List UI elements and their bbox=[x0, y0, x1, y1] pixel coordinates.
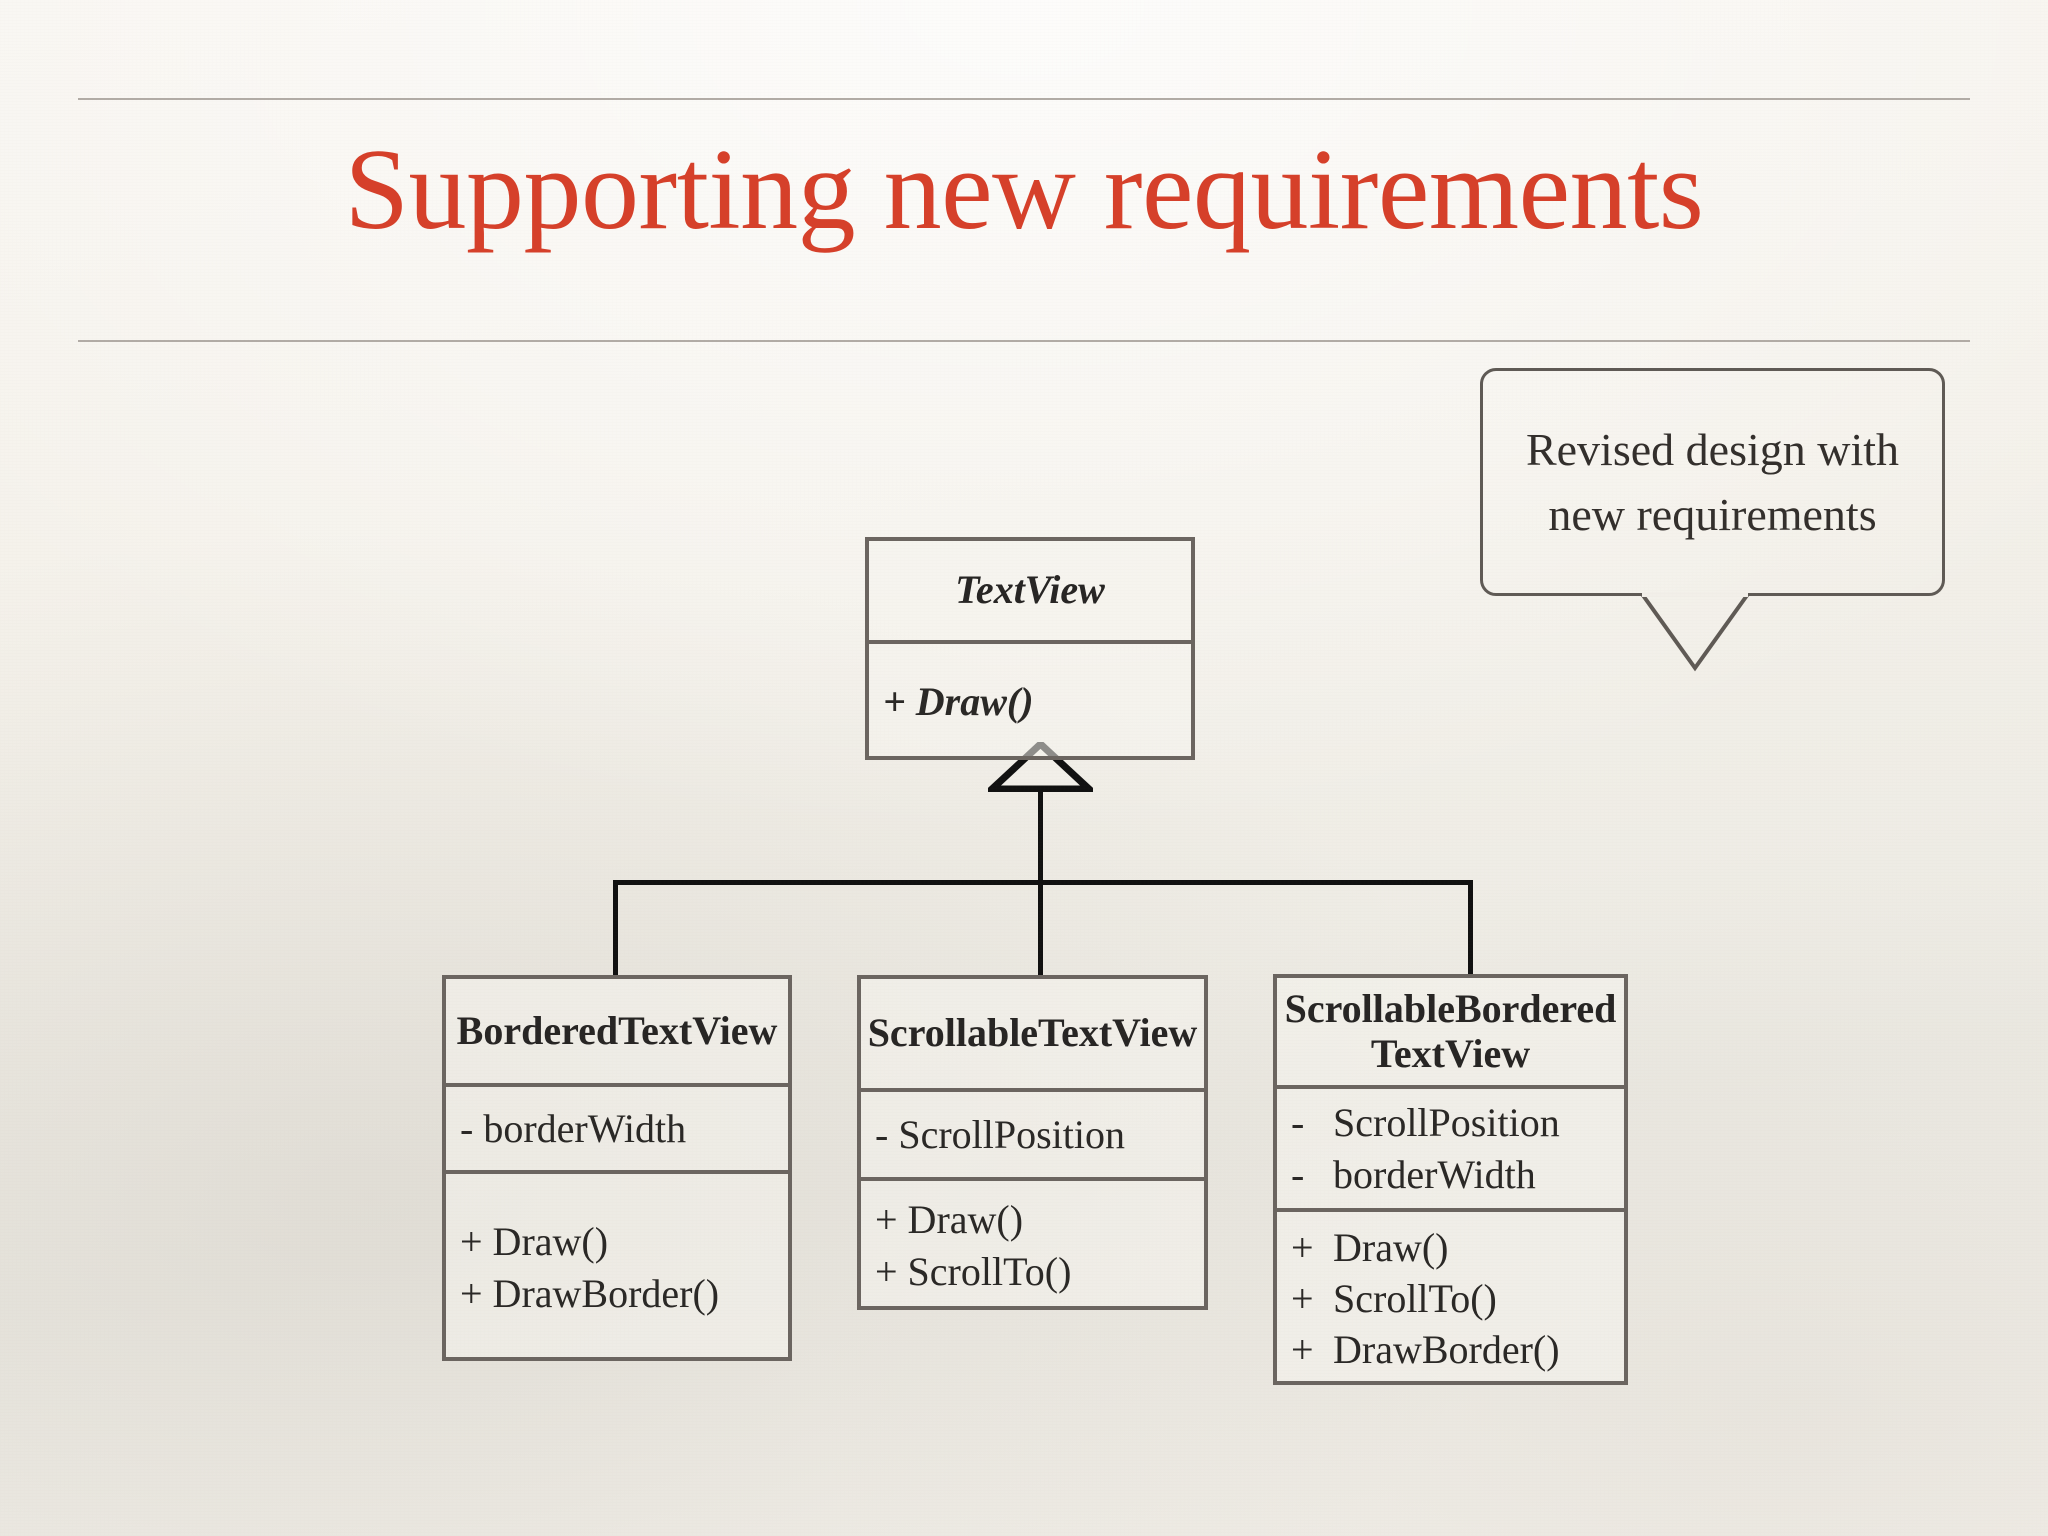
class-operations-compartment: + Draw() + DrawBorder() bbox=[446, 1174, 788, 1361]
operation-label: + Draw() bbox=[875, 1197, 1024, 1243]
operation-label: + Draw() bbox=[460, 1219, 609, 1265]
class-attributes-compartment: - borderWidth bbox=[446, 1087, 788, 1174]
operation-label: DrawBorder() bbox=[1333, 1327, 1560, 1373]
attribute-label: - ScrollPosition bbox=[875, 1111, 1126, 1157]
class-box-scrollabletextview[interactable]: ScrollableTextView - ScrollPosition + Dr… bbox=[857, 975, 1208, 1310]
attribute-visibility: - bbox=[1291, 1100, 1305, 1146]
class-name-line-1: ScrollableBordered bbox=[1284, 985, 1617, 1031]
attribute-visibility: - bbox=[1291, 1151, 1305, 1197]
operation-row: + DrawBorder() bbox=[460, 1268, 788, 1319]
class-attributes-compartment: - ScrollPosition bbox=[861, 1092, 1204, 1181]
class-name-compartment: ScrollableBordered TextView bbox=[1277, 978, 1624, 1089]
class-operations-list: + Draw() bbox=[869, 676, 1034, 727]
page-title: Supporting new requirements bbox=[344, 126, 1704, 254]
class-attributes-list: - ScrollPosition - borderWidth bbox=[1277, 1097, 1624, 1199]
generalization-drop-scrollable-bordered bbox=[1468, 880, 1473, 975]
class-operations-compartment: + Draw() bbox=[869, 644, 1191, 760]
operation-label: + DrawBorder() bbox=[460, 1270, 720, 1316]
class-name-scrollabletextview: ScrollableTextView bbox=[867, 1010, 1198, 1056]
operation-row: + Draw() bbox=[460, 1216, 788, 1267]
class-name-compartment: ScrollableTextView bbox=[861, 979, 1204, 1092]
inheritance-triangle-icon bbox=[988, 742, 1093, 792]
class-attributes-list: - borderWidth bbox=[446, 1103, 686, 1154]
operation-row: + ScrollTo() bbox=[875, 1246, 1204, 1297]
operation-row: + ScrollTo() bbox=[1291, 1273, 1624, 1324]
attribute-label: ScrollPosition bbox=[1333, 1100, 1560, 1146]
operation-label: + ScrollTo() bbox=[875, 1248, 1072, 1294]
class-name-borderedtextview: BorderedTextView bbox=[456, 1007, 778, 1053]
generalization-drop-bordered bbox=[613, 880, 618, 976]
generalization-stem bbox=[1038, 790, 1043, 884]
class-operations-list: + Draw() + ScrollTo() + DrawBorder() bbox=[1277, 1222, 1624, 1376]
class-name-textview: TextView bbox=[955, 567, 1105, 613]
callout-bubble: Revised design with new requirements bbox=[1480, 368, 1945, 596]
attribute-row: - ScrollPosition bbox=[875, 1109, 1125, 1160]
class-attributes-list: - ScrollPosition bbox=[861, 1109, 1125, 1160]
class-box-borderedtextview[interactable]: BorderedTextView - borderWidth + Draw() … bbox=[442, 975, 792, 1361]
callout-text: Revised design with new requirements bbox=[1500, 417, 1925, 548]
operation-visibility: + bbox=[1291, 1275, 1314, 1321]
operation-row: + Draw() bbox=[1291, 1222, 1624, 1273]
callout-line-2: new requirements bbox=[1548, 489, 1877, 540]
operation-label: ScrollTo() bbox=[1333, 1275, 1497, 1321]
class-operations-list: + Draw() + ScrollTo() bbox=[861, 1194, 1204, 1296]
operation-row: + Draw() bbox=[875, 1194, 1204, 1245]
attribute-label: borderWidth bbox=[1333, 1151, 1536, 1197]
class-attributes-compartment: - ScrollPosition - borderWidth bbox=[1277, 1089, 1624, 1212]
class-operations-compartment: + Draw() + ScrollTo() + DrawBorder() bbox=[1277, 1212, 1624, 1385]
class-operations-list: + Draw() + DrawBorder() bbox=[446, 1216, 788, 1318]
operation-label: + Draw() bbox=[883, 679, 1034, 725]
operation-visibility: + bbox=[1291, 1224, 1314, 1270]
class-name-compartment: BorderedTextView bbox=[446, 979, 788, 1087]
header-rule-bottom bbox=[78, 340, 1970, 342]
class-name-line-2: TextView bbox=[1370, 1030, 1531, 1076]
generalization-drop-scrollable bbox=[1038, 880, 1043, 976]
operation-label: Draw() bbox=[1333, 1224, 1449, 1270]
class-name-compartment: TextView bbox=[869, 541, 1191, 644]
attribute-row: - borderWidth bbox=[460, 1103, 686, 1154]
generalization-bus bbox=[613, 880, 1473, 885]
class-box-textview[interactable]: TextView + Draw() bbox=[865, 537, 1195, 760]
callout-line-1: Revised design with bbox=[1525, 423, 1900, 475]
operation-visibility: + bbox=[1291, 1327, 1314, 1373]
attribute-row: - borderWidth bbox=[1291, 1149, 1624, 1200]
operation-row: + Draw() bbox=[883, 676, 1034, 727]
header-rule-top bbox=[78, 98, 1970, 100]
class-box-scrollableborderedtextview[interactable]: ScrollableBordered TextView - ScrollPosi… bbox=[1273, 974, 1628, 1385]
operation-row: + DrawBorder() bbox=[1291, 1324, 1624, 1375]
attribute-label: - borderWidth bbox=[460, 1105, 687, 1151]
class-operations-compartment: + Draw() + ScrollTo() bbox=[861, 1181, 1204, 1310]
attribute-row: - ScrollPosition bbox=[1291, 1097, 1624, 1148]
class-name-scrollableborderedtextview: ScrollableBordered TextView bbox=[1284, 985, 1617, 1077]
callout-tail-icon bbox=[1640, 592, 1750, 672]
